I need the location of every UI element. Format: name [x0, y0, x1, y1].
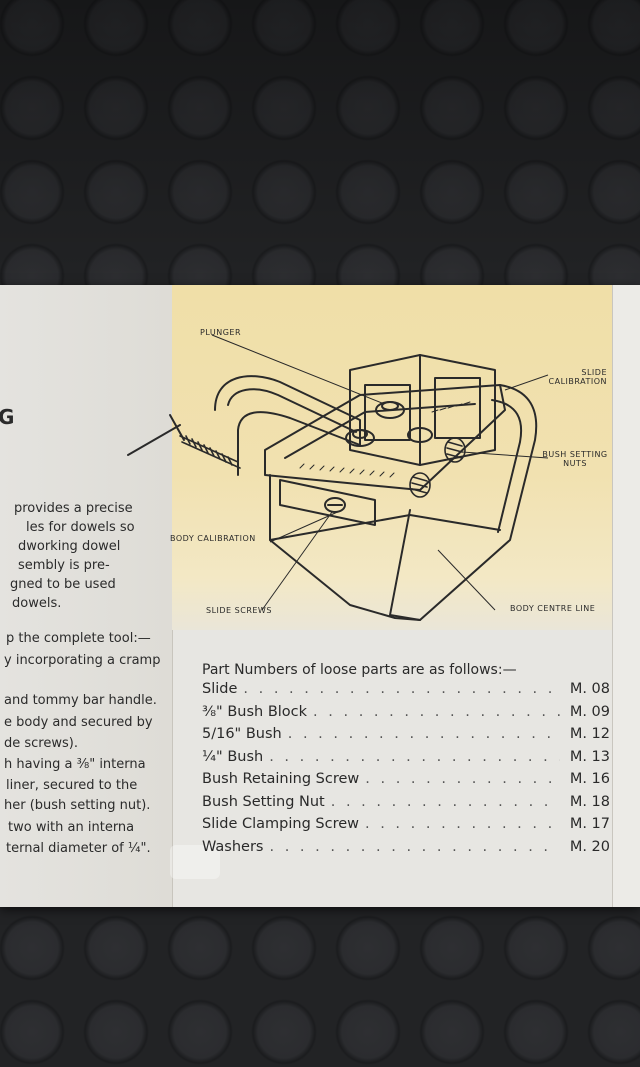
callout-body-calibration: BODY CALIBRATION: [170, 534, 256, 543]
part-row: ¼" Bush . . . . . . . . . . . . . . . . …: [202, 749, 622, 772]
part-name: ⅜" Bush Block: [202, 703, 308, 720]
left-text-line: her (bush setting nut).: [4, 798, 151, 813]
left-text-line: liner, secured to the: [6, 778, 138, 793]
callout-body-centre-line: BODY CENTRE LINE: [510, 604, 596, 613]
slide-screw: [324, 497, 346, 513]
leader-dots: . . . . . . . . . . . . . . . . . . . . …: [365, 816, 560, 832]
part-number: M. 17: [569, 816, 610, 832]
callout-bush-setting-nuts: BUSH SETTING NUTS: [542, 450, 608, 468]
part-row: Bush Retaining Screw . . . . . . . . . .…: [202, 771, 622, 794]
part-row: 5/16" Bush . . . . . . . . . . . . . . .…: [202, 726, 622, 749]
part-row: Slide Clamping Screw . . . . . . . . . .…: [202, 816, 622, 839]
slide-window: [364, 384, 411, 441]
left-text-line: two with an interna: [8, 820, 135, 835]
slide-rail: [279, 479, 376, 526]
tommy-bar: [127, 424, 181, 456]
part-number: M. 20: [569, 838, 610, 855]
left-text-line: de screws).: [4, 736, 78, 751]
leader-dots: . . . . . . . . . . . . . . . . . . . . …: [330, 793, 560, 810]
leader-dots: . . . . . . . . . . . . . . . . . . . . …: [269, 838, 560, 855]
body-calibration-marks: [299, 463, 395, 478]
slide-housing: [349, 354, 496, 466]
bush-centre: [407, 427, 433, 443]
callout-slide-calibration: SLIDE CALIBRATION: [548, 368, 607, 386]
plastic-tape-reflection: [170, 845, 220, 879]
left-column-text: G provides a precise les for dowels so d…: [0, 285, 180, 907]
part-name: Bush Setting Nut: [202, 793, 325, 810]
left-text-line: gned to be used: [10, 577, 116, 592]
left-text-line: h having a ⅜" interna: [4, 757, 146, 772]
left-text-line: y incorporating a cramp: [4, 653, 161, 668]
left-text-line: sembly is pre-: [18, 558, 110, 573]
part-row: Washers . . . . . . . . . . . . . . . . …: [202, 839, 622, 862]
part-number: M. 18: [569, 793, 610, 810]
part-row: Bush Setting Nut . . . . . . . . . . . .…: [202, 794, 622, 817]
dowelling-jig-diagram: [127, 334, 549, 621]
tommy-bar-pin: [169, 414, 185, 441]
left-text-line: dowels.: [12, 596, 62, 611]
leader-dots: . . . . . . . . . . . . . . . . . . . . …: [269, 748, 560, 765]
parts-list: Part Numbers of loose parts are as follo…: [202, 662, 622, 861]
part-number: M. 09: [569, 703, 610, 720]
section-heading-fragment: G: [0, 405, 15, 429]
part-number: M. 12: [569, 726, 610, 742]
leader-dots: . . . . . . . . . . . . . . . . . . . . …: [313, 703, 560, 720]
left-text-line: and tommy bar handle.: [4, 693, 157, 708]
left-text-line: e body and secured by: [4, 715, 153, 730]
part-row: Slide . . . . . . . . . . . . . . . . . …: [202, 681, 622, 704]
callout-plunger: PLUNGER: [200, 328, 242, 337]
background-shade: [0, 0, 640, 300]
leader-dots: . . . . . . . . . . . . . . . . . . . . …: [287, 726, 560, 742]
left-text-line: p the complete tool:—: [6, 631, 151, 646]
bush-setting-nuts: [409, 437, 466, 498]
part-name: Slide: [202, 681, 238, 697]
body-top-plate: [264, 384, 506, 491]
side-plate: [389, 384, 538, 621]
part-name: 5/16" Bush: [202, 726, 282, 742]
callout-leader-lines: [211, 334, 549, 611]
leader-dots: . . . . . . . . . . . . . . . . . . . . …: [365, 771, 560, 787]
part-number: M. 16: [569, 771, 610, 787]
leader-dots: . . . . . . . . . . . . . . . . . . . . …: [243, 681, 560, 697]
callout-slide-screws: SLIDE SCREWS: [206, 606, 272, 615]
parts-list-heading: Part Numbers of loose parts are as follo…: [202, 662, 517, 678]
left-text-line: provides a precise: [14, 501, 133, 516]
left-text-line: dworking dowel: [18, 539, 121, 554]
slide-calibration-marks: [431, 401, 471, 413]
left-page: [0, 285, 173, 907]
left-text-line: les for dowels so: [26, 520, 135, 535]
cramp-screw-thread: [179, 435, 241, 469]
part-number: M. 13: [569, 748, 610, 765]
right-page-edge: [612, 285, 640, 907]
part-name: ¼" Bush: [202, 748, 264, 765]
left-text-line: ternal diameter of ¼".: [6, 841, 151, 856]
part-name: Bush Retaining Screw: [202, 771, 360, 787]
part-number: M. 08: [569, 681, 610, 697]
base-plate: [269, 474, 421, 621]
clamp-arch: [214, 375, 361, 476]
part-row: ⅜" Bush Block . . . . . . . . . . . . . …: [202, 704, 622, 727]
part-name: Washers: [202, 838, 264, 855]
part-name: Slide Clamping Screw: [202, 816, 359, 832]
